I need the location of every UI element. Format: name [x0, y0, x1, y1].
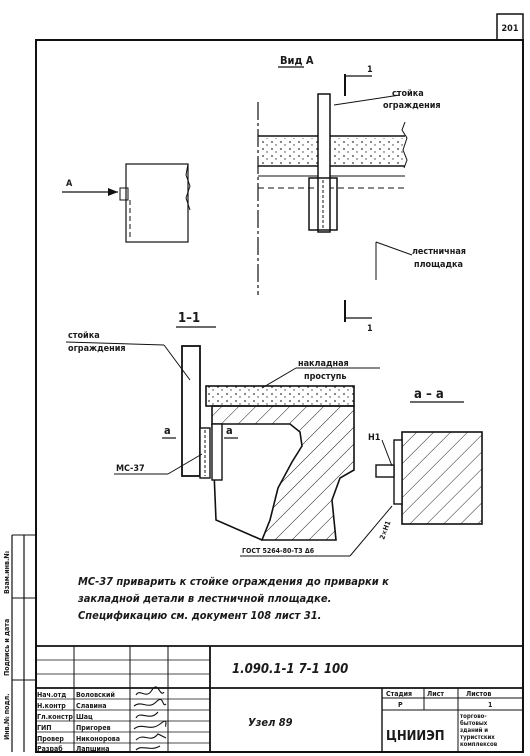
col-sheet: Лист [427, 690, 444, 698]
section-mark-bottom: 1 [367, 324, 373, 334]
margin-podpis-data: Подпись и дата [3, 619, 11, 676]
view-a-landing-label-1: лестничная [412, 247, 466, 257]
role-3: ГИП [37, 724, 52, 732]
name-3: Пригорев [76, 724, 111, 732]
doc-code: 1.090.1-1 7-1 100 [232, 662, 348, 677]
concrete-section-a-a [401, 431, 483, 525]
post-section-1-1 [181, 345, 201, 477]
note-line-3: Спецификацию см. документ 108 лист 31. [78, 609, 321, 622]
org-desc-3: зданий и [460, 727, 488, 734]
note-line-1: МС-37 приварить к стойке ограждения до п… [78, 575, 389, 588]
signatures [133, 686, 167, 751]
section-mark-a-left: а [164, 424, 171, 437]
org-desc-1: торгово- [460, 713, 487, 720]
section-overlay-label-1: накладная [298, 359, 349, 369]
view-a-title: Вид А [280, 54, 314, 67]
view-a-landing-label-2: площадка [414, 260, 463, 270]
margin-vzam-inv: Взам.инв.№ [3, 551, 11, 594]
plate-section-a-a [393, 439, 403, 505]
sheets-value: 1 [488, 701, 492, 709]
org-desc-2: бытовых [460, 720, 488, 727]
section-mark-top: 1 [367, 65, 373, 75]
organization: ЦНИИЭП [386, 729, 445, 744]
embedded-plate-section [211, 423, 223, 481]
section-mark-a-right: а [226, 424, 233, 437]
section-weld-standard: ГОСТ 5264-80-Т3 Δ6 [242, 547, 315, 555]
name-4: Никонорова [76, 735, 120, 743]
col-sheets: Листов [466, 690, 491, 698]
name-5: Лапшина [76, 745, 110, 753]
section-a-a-mark: Н1 [368, 433, 381, 443]
role-2: Гл.констр [37, 713, 73, 721]
concrete-landing-section [211, 405, 355, 541]
section-post-label-1: стойка [68, 331, 100, 341]
tread-overlay-section [205, 385, 355, 407]
margin-inv-podl: Инв.№ подл. [3, 693, 11, 740]
name-1: Славина [76, 702, 106, 710]
section-1-1-title: 1–1 [178, 311, 200, 326]
role-1: Н.контр [37, 702, 66, 710]
role-5: Разраб [37, 745, 63, 753]
view-a-post-label-2: ограждения [383, 101, 441, 111]
part-section-a-a [375, 464, 395, 478]
role-0: Нач.отд [37, 691, 66, 699]
name-0: Воловский [76, 691, 115, 699]
sheet-frame [35, 39, 524, 753]
name-2: Шац [76, 713, 93, 721]
small-elevation [125, 163, 189, 243]
title-block [36, 645, 523, 752]
org-desc-5: комплексов [460, 741, 498, 748]
section-a-a-weld-note: 2×Н1 [378, 520, 392, 541]
section-overlay-label-2: проступь [304, 372, 346, 382]
tread-overlay-plan [258, 138, 405, 164]
section-post-label-2: ограждения [68, 344, 126, 354]
section-a-a-title: а – а [414, 387, 444, 402]
role-4: Провер [37, 735, 64, 743]
col-stage: Стадия [386, 690, 412, 698]
stage-value: Р [398, 701, 403, 709]
sheet-number-box [496, 13, 524, 41]
org-desc-4: туристских [460, 734, 495, 741]
view-a-post-label-1: стойка [392, 89, 424, 99]
sheet-name: Узел 89 [248, 716, 293, 729]
post-view-a [317, 93, 331, 233]
note-line-2: закладной детали в лестничной площадке. [77, 592, 331, 605]
sheet-number: 201 [502, 24, 519, 34]
section-part-label: МС-37 [116, 464, 145, 474]
embedded-plate-view-a [308, 177, 338, 231]
view-a-arrow-label: А [66, 179, 73, 189]
